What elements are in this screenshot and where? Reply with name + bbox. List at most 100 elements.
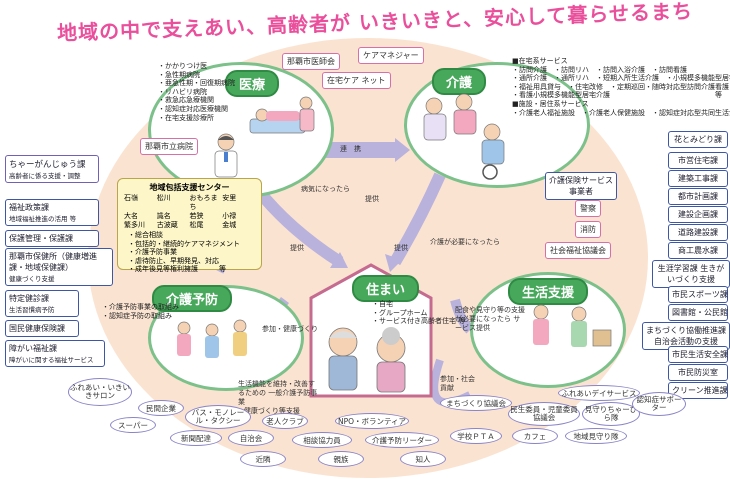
caregiver-illustration (423, 93, 505, 180)
center-area: 石嶺 (124, 194, 138, 202)
medical-item: ・亜急性期・回復期病院 (158, 79, 235, 88)
dept-box: 図書館・公民館 (668, 304, 728, 321)
dept-box: クリーン推進課 (668, 382, 728, 399)
care-item: ・住宅改修 (568, 82, 603, 91)
center-duty: ・介護予防事業 (128, 248, 177, 256)
salon-oval: ふれあい・いきいきサロン (68, 378, 132, 406)
box-sub: 地域福祉推進の活用 等 (9, 215, 77, 223)
dept-box: 市民スポーツ課 (668, 286, 728, 303)
prevention-label: 介護予防 (152, 285, 233, 312)
box-title: 福祉政策課 (9, 203, 49, 212)
fire-dept-box: 消防 (575, 221, 601, 238)
box-sub: 生活習慣病予防 (9, 306, 55, 314)
welfare-policy-box: 福祉政策課 地域福祉推進の活用 等 (5, 199, 99, 226)
box-title: 那覇市保健所（健康増進課・地域保健課） (9, 252, 97, 272)
care-manager-box: ケアマネジャー (358, 47, 424, 64)
watch-team-oval: 地域見守り隊 (565, 428, 627, 444)
care-item: ・定期巡回・随時対応型訪問介護看護 (610, 82, 729, 91)
care-item: ・訪問看護 (652, 65, 687, 74)
housing-item: ・グループホーム (372, 308, 428, 317)
box-title: 保護管理・保護課 (9, 234, 73, 243)
box-title: ちゃーがんじゅう課 (9, 160, 86, 170)
care-home-services: ■在宅系サービス ・訪問介護 ・訪問リハ ・訪問入浴介護 ・訪問看護 ・通所介護… (512, 57, 730, 117)
center-area: 若狭 (189, 212, 204, 220)
box-sub: 障がいに関する福祉サービス (9, 356, 94, 364)
care-item: ・福祉用具貸与 (512, 82, 561, 91)
supermarket-oval: スーパー (110, 417, 156, 433)
center-duty: ・総合相談 (128, 231, 163, 239)
center-area: 小禄 (222, 212, 237, 220)
home-care-net-box: 在宅ケア ネット (322, 72, 391, 89)
care-item: 等 (715, 91, 722, 100)
center-area: 金城 (222, 221, 237, 229)
relatives-oval: 親族 (318, 451, 364, 467)
care-list-heading: ■在宅系サービス (512, 57, 568, 65)
center-area: 松尾 (189, 221, 204, 229)
transport-oval: バス・モノレール・タクシー (185, 405, 251, 429)
care-item: ・訪問入浴介護 (596, 65, 645, 74)
medical-list: ・かかりつけ医 ・急性期病院 ・亜急性期・回復期病院 ・リハビリ病院 ・救急応急… (158, 62, 235, 122)
neighborhood-assoc-oval: 自治会 (228, 430, 274, 446)
dept-box: 道路建設課 (668, 224, 728, 241)
offer-label-1: 提供 (365, 195, 379, 203)
care-item: ・介護老人保健施設 (582, 108, 645, 117)
day-service-oval: ふれあいデイサービス (558, 385, 640, 401)
dept-box: 商工農水課 (668, 242, 728, 259)
watch-chabira-oval: 見守りちゃーびら隊 (582, 402, 640, 426)
care-item: ・介護老人福祉施設 (512, 108, 575, 117)
offer-label-3: 提供 (394, 244, 408, 252)
pta-oval: 学校ＰＴＡ (450, 428, 502, 444)
patient-illustration (249, 96, 315, 134)
chagan-juu-box: ちゃーがんじゅう課 高齢者に係る支援・調整 (5, 155, 99, 183)
center-area: 繁多川 (124, 221, 145, 229)
health-center-box: 那覇市保健所（健康増進課・地域保健課） 健康づくり支援 (5, 248, 113, 286)
care-item: ・通所介護 (512, 74, 547, 83)
box-title: 国民健康保険課 (9, 324, 65, 333)
community-support-center: 地域包括支援センター 石嶺 松川 おもろまち 安里 大名 識名 若狭 小禄 繁多… (117, 178, 262, 273)
medical-hospital-box: 那覇市立病院 (140, 138, 198, 155)
prevention-note-text: →健康づくり等支援 (238, 407, 300, 415)
police-box: 警察 (575, 200, 601, 217)
participate-label: 参加・健康づくり (262, 325, 318, 333)
health-checkup-box: 特定健診課 生活習慣病予防 (5, 290, 79, 317)
disability-welfare-box: 障がい福祉課 障がいに関する福祉サービス (5, 340, 105, 367)
dept-box: 都市計画課 (668, 188, 728, 205)
consultation-oval: 相談協力員 (292, 432, 352, 448)
housing-item: ・自宅 (372, 300, 393, 308)
medical-item: ・急性期病院 (158, 70, 200, 79)
medical-label: 医療 (225, 70, 280, 97)
sick-label: 病気になったら (301, 185, 350, 193)
medical-item: ・在宅支援診療所 (158, 113, 214, 122)
center-duty: ・成年後見等権利擁護 (128, 265, 198, 273)
prevention-note: 生活機能を維持・改善するための 一般介護予防事業 →健康づくり等支援 (238, 380, 318, 416)
center-title: 地域包括支援センター (149, 183, 230, 192)
physician-association-box: 那覇市医師会 (282, 53, 340, 70)
dept-box: 建築工事課 (668, 170, 728, 187)
center-area: 識名 (156, 212, 171, 220)
box-sub: 健康づくり支援 (9, 275, 55, 283)
protection-box: 保護管理・保護課 (5, 230, 99, 247)
acquaintances-oval: 知人 (400, 451, 446, 467)
care-item: ・訪問介護 (512, 65, 547, 74)
doctor-illustration (214, 133, 238, 178)
elderly-couple-illustration (328, 327, 406, 393)
prevention-note-text: 生活機能を維持・改善するための 一般介護予防事業 (238, 380, 318, 406)
center-area: 大名 (124, 212, 138, 220)
dementia-supporter-oval: 認知症サポーター (632, 392, 686, 416)
dept-box: 市民防災室 (668, 364, 728, 381)
medical-item: ・リハビリ病院 (158, 87, 207, 96)
care-item: ・短期入所生活介護 (596, 74, 659, 83)
life-support-note: 配食や見守り等の支援が必要になったら サービス提供 (455, 306, 525, 332)
town-council-oval: まちづくり協議会 (440, 395, 512, 411)
care-service-providers-box: 介護保険サービス事業者 (545, 172, 617, 200)
need-care-label: 介護が必要になったら (430, 238, 500, 246)
care-item: ・通所リハ (554, 74, 589, 83)
box-sub: 高齢者に係る支援・調整 (9, 172, 81, 180)
exercise-illustration (177, 319, 247, 358)
national-insurance-box: 国民健康保険課 (5, 320, 79, 337)
care-item: ・訪問リハ (554, 65, 589, 74)
care-list-heading: ■施設・居住系サービス (512, 99, 589, 108)
senior-club-oval: 老人クラブ (262, 413, 308, 429)
prevention-list: ・介護予防事業の取組み ・認知症予防の取組み (102, 303, 179, 320)
